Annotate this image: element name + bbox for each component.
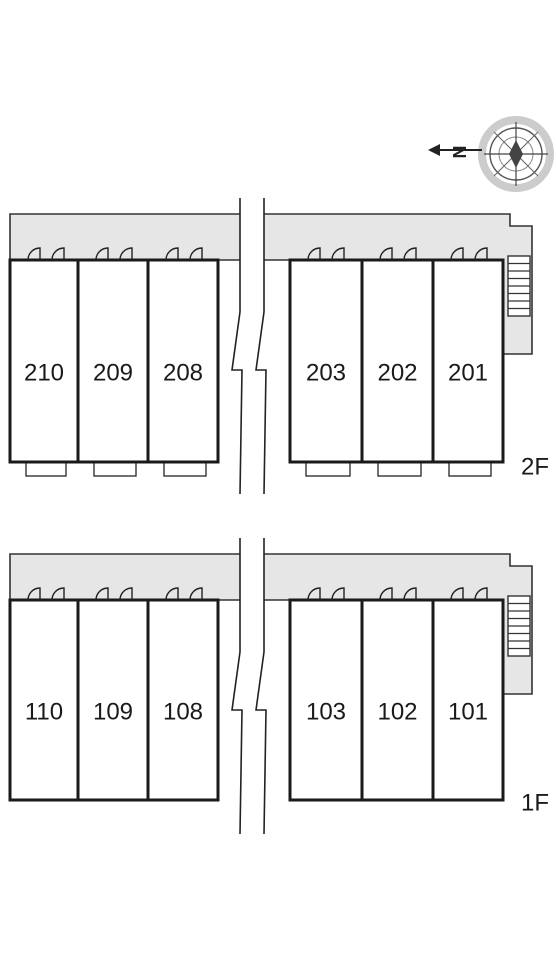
unit-outline bbox=[146, 258, 220, 464]
unit-outline bbox=[8, 598, 80, 802]
unit-202[interactable]: 202 bbox=[360, 247, 435, 464]
balcony bbox=[25, 461, 67, 477]
unit-number: 108 bbox=[163, 698, 203, 725]
door-swing bbox=[27, 587, 41, 601]
unit-208[interactable]: 208 bbox=[146, 247, 220, 464]
balcony bbox=[377, 461, 422, 477]
door-swing bbox=[95, 247, 109, 261]
unit-203[interactable]: 203 bbox=[288, 247, 364, 464]
door-swing bbox=[450, 247, 464, 261]
door-swing bbox=[27, 247, 41, 261]
door-swing bbox=[189, 587, 203, 601]
door-swing bbox=[331, 587, 345, 601]
door-swing bbox=[51, 247, 65, 261]
unit-108[interactable]: 108 bbox=[146, 587, 220, 802]
unit-outline bbox=[431, 598, 505, 802]
unit-number: 110 bbox=[25, 698, 63, 725]
door-swing bbox=[165, 587, 179, 601]
unit-103[interactable]: 103 bbox=[288, 587, 364, 802]
door-swing bbox=[119, 247, 133, 261]
door-swing bbox=[474, 247, 488, 261]
unit-number: 102 bbox=[377, 698, 417, 725]
floor-label: 1F bbox=[521, 789, 549, 816]
door-swing bbox=[307, 587, 321, 601]
floor-2f: 210 209 208 203 202 201 2F bbox=[8, 198, 549, 495]
unit-outline bbox=[288, 598, 364, 802]
door-swing bbox=[119, 587, 133, 601]
unit-number: 101 bbox=[448, 698, 488, 725]
unit-101[interactable]: 101 bbox=[431, 587, 505, 802]
unit-number: 209 bbox=[93, 359, 133, 386]
unit-209[interactable]: 209 bbox=[76, 247, 150, 464]
unit-109[interactable]: 109 bbox=[76, 587, 150, 802]
north-label: N bbox=[450, 146, 470, 159]
balcony bbox=[448, 461, 492, 477]
door-swing bbox=[403, 587, 417, 601]
floor-1f: 110 109 108 103 102 101 1F bbox=[8, 538, 549, 835]
door-swing bbox=[307, 247, 321, 261]
unit-outline bbox=[146, 598, 220, 802]
door-swing bbox=[450, 587, 464, 601]
break-marker bbox=[231, 538, 267, 835]
unit-number: 201 bbox=[448, 359, 488, 386]
north-arrow-icon bbox=[428, 144, 482, 156]
door-swing bbox=[51, 587, 65, 601]
balcony bbox=[305, 461, 351, 477]
break-marker bbox=[231, 198, 267, 495]
door-swing bbox=[403, 247, 417, 261]
compass: N bbox=[428, 116, 554, 192]
floor-label: 2F bbox=[521, 453, 549, 480]
unit-outline bbox=[431, 258, 505, 464]
door-swing bbox=[165, 247, 179, 261]
balcony bbox=[93, 461, 137, 477]
unit-number: 202 bbox=[377, 359, 417, 386]
unit-outline bbox=[76, 598, 150, 802]
unit-number: 203 bbox=[306, 359, 346, 386]
door-swing bbox=[331, 247, 345, 261]
door-swing bbox=[95, 587, 109, 601]
unit-outline bbox=[360, 258, 435, 464]
unit-number: 103 bbox=[306, 698, 346, 725]
staircase bbox=[507, 255, 531, 317]
door-swing bbox=[189, 247, 203, 261]
door-swing bbox=[379, 587, 393, 601]
unit-number: 208 bbox=[163, 359, 203, 386]
unit-110[interactable]: 110 bbox=[8, 587, 80, 802]
compass-rose-icon bbox=[478, 116, 554, 192]
unit-outline bbox=[8, 258, 80, 464]
unit-number: 210 bbox=[24, 359, 64, 386]
unit-number: 109 bbox=[93, 698, 133, 725]
unit-102[interactable]: 102 bbox=[360, 587, 435, 802]
unit-201[interactable]: 201 bbox=[431, 247, 505, 464]
balcony bbox=[163, 461, 207, 477]
unit-210[interactable]: 210 bbox=[8, 247, 80, 464]
door-swing bbox=[474, 587, 488, 601]
door-swing bbox=[379, 247, 393, 261]
staircase bbox=[507, 595, 531, 657]
